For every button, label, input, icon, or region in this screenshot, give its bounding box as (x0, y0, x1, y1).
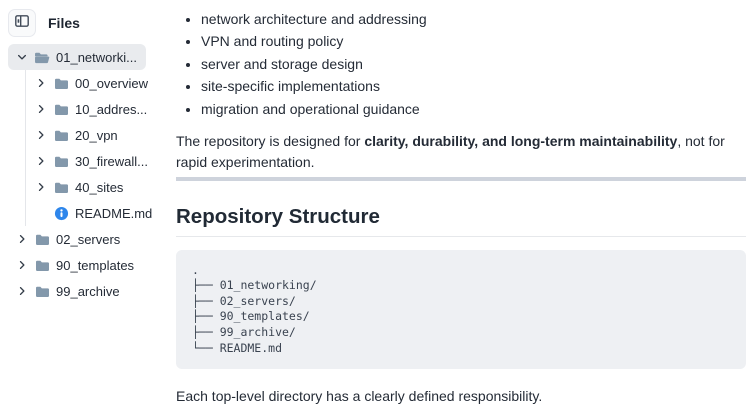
file-tree: 01_networki... 00_overview 10_addres... 20_… (8, 44, 168, 304)
tree-item[interactable]: 40_sites (27, 174, 132, 200)
chevron-down-icon[interactable] (15, 50, 29, 64)
tree-item-label: 30_firewall... (75, 153, 148, 169)
folder-icon (53, 102, 69, 116)
folder-open-icon (34, 50, 50, 64)
chevron-right-icon[interactable] (15, 232, 29, 246)
chevron-right-icon[interactable] (34, 154, 48, 168)
tree-item[interactable]: 20_vpn (27, 122, 127, 148)
bullet-item: VPN and routing policy (201, 30, 746, 52)
tree-item-label: 02_servers (56, 231, 121, 247)
tree-item-label: README.md (75, 205, 153, 221)
tree-item[interactable]: 99_archive (8, 278, 129, 304)
bullet-item: site-specific implementations (201, 75, 746, 97)
files-sidebar: Files 01_networki... 00_overview 10_addres… (0, 0, 168, 414)
design-paragraph: The repository is designed for clarity, … (176, 131, 746, 173)
design-paragraph-suffix: , not for rapid experimentation. (176, 133, 725, 171)
chevron-right-icon[interactable] (15, 258, 29, 272)
tree-item[interactable]: 10_addres... (27, 96, 156, 122)
tree-item[interactable]: 01_networki... (8, 44, 146, 70)
folder-icon (34, 232, 50, 246)
sidebar-header: Files (8, 8, 168, 38)
design-paragraph-prefix: The repository is designed for (176, 133, 365, 150)
tree-item-label: 01_networki... (56, 49, 137, 65)
bullet-item: network architecture and addressing (201, 8, 746, 30)
horizontal-rule (176, 177, 746, 181)
design-paragraph-bold: clarity, durability, and long-term maint… (364, 133, 678, 150)
chevron-right-icon[interactable] (34, 180, 48, 194)
folder-icon (34, 284, 50, 298)
folder-icon (53, 76, 69, 90)
code-block-text: . ├── 01_networking/ ├── 02_servers/ ├──… (192, 262, 317, 355)
tree-item-label: 10_addres... (75, 101, 148, 117)
folder-icon (53, 128, 69, 142)
tree-item-label: 20_vpn (75, 127, 118, 143)
sidebar-title: Files (48, 15, 80, 31)
folder-icon (53, 154, 69, 168)
tree-item-label: 00_overview (75, 75, 148, 91)
tree-item-label: 40_sites (75, 179, 124, 195)
info-icon (53, 206, 69, 220)
folder-icon (53, 180, 69, 194)
tree-indent-guide (25, 70, 26, 226)
sidebar-toggle-button[interactable] (8, 9, 36, 37)
closing-paragraph: Each top-level directory has a clearly d… (176, 388, 543, 405)
tree-item[interactable]: 90_templates (8, 252, 143, 278)
chevron-right-icon[interactable] (34, 128, 48, 142)
folder-icon (34, 258, 50, 272)
tree-item[interactable]: 30_firewall... (27, 148, 157, 174)
bullet-list: network architecture and addressingVPN a… (176, 8, 746, 120)
tree-item[interactable]: 00_overview (27, 70, 157, 96)
bullet-item: migration and operational guidance (201, 98, 746, 120)
section-heading: Repository Structure (176, 205, 746, 237)
tree-item-label: 90_templates (56, 257, 135, 273)
tree-item-label: 99_archive (56, 283, 120, 299)
markdown-preview: network architecture and addressingVPN a… (168, 0, 750, 414)
chevron-right-icon[interactable] (34, 102, 48, 116)
panel-left-icon (14, 13, 30, 34)
tree-item[interactable]: README.md (27, 200, 161, 226)
tree-item[interactable]: 02_servers (8, 226, 129, 252)
chevron-right-icon[interactable] (15, 284, 29, 298)
chevron-right-icon[interactable] (34, 76, 48, 90)
tree-spacer (34, 206, 48, 220)
bullet-item: server and storage design (201, 53, 746, 75)
code-block: . ├── 01_networking/ ├── 02_servers/ ├──… (176, 249, 746, 370)
